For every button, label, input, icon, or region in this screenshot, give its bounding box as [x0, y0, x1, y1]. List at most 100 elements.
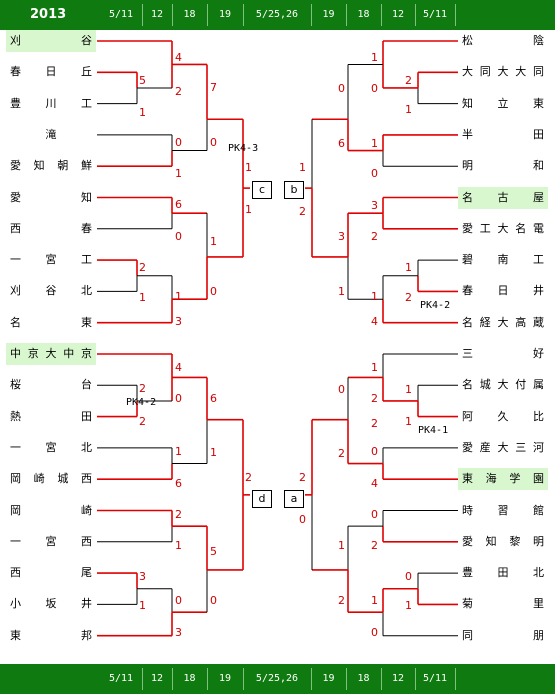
score-value: 6	[210, 392, 217, 405]
score-value: 1	[405, 599, 412, 612]
divider	[172, 4, 173, 26]
score-value: 0	[371, 82, 378, 95]
divider	[142, 668, 143, 690]
divider	[415, 4, 416, 26]
score-value: 3	[175, 315, 182, 328]
score-value: 2	[371, 392, 378, 405]
score-value: 1	[371, 51, 378, 64]
team-name: 豊田北	[462, 566, 544, 580]
score-value: 1	[175, 445, 182, 458]
team-name: 名古屋	[458, 186, 548, 209]
divider	[142, 4, 143, 26]
team-name: 熱田	[10, 409, 92, 423]
team-name: 中京大中京	[6, 343, 96, 365]
score-value: 0	[371, 508, 378, 521]
bottom-date-bar: 5/11 12 18 19 5/25,26 19 18 12 5/11	[0, 664, 555, 694]
date-label: 18	[183, 9, 196, 20]
score-value: 1	[175, 167, 182, 180]
team-name: 名城大付属	[462, 378, 544, 392]
date-label: 19	[322, 9, 335, 20]
score-value: 0	[175, 392, 182, 405]
team-name: 阿久比	[462, 409, 544, 423]
divider	[172, 668, 173, 690]
score-value: 0	[338, 383, 345, 396]
date-label: 5/11	[422, 9, 448, 20]
team-name: 一宮工	[10, 253, 92, 267]
score-value: 4	[371, 315, 378, 328]
score-value: 2	[299, 205, 306, 218]
divider	[207, 4, 208, 26]
date-label: 5/25,26	[255, 9, 299, 20]
team-name: 名経大高蔵	[462, 315, 544, 329]
score-value: 0	[371, 445, 378, 458]
divider	[311, 668, 312, 690]
score-value: 2	[371, 539, 378, 552]
score-value: 1	[245, 161, 252, 174]
score-value: 6	[175, 198, 182, 211]
score-value: 2	[338, 447, 345, 460]
date-label: 12	[150, 673, 164, 684]
date-label: 19	[218, 9, 232, 20]
score-value: 1	[338, 539, 345, 552]
score-value: 2	[245, 471, 252, 484]
score-value: 0	[338, 82, 345, 95]
team-name: 大同大大同	[462, 65, 544, 79]
team-name: 春日丘	[10, 65, 92, 79]
divider	[381, 668, 382, 690]
score-value: 2	[299, 471, 306, 484]
date-label: 5/11	[422, 673, 448, 684]
date-label: 18	[357, 673, 370, 684]
date-label: 5/25,26	[255, 673, 299, 684]
team-name: 愛工大名電	[462, 221, 544, 235]
score-value: 4	[371, 477, 378, 490]
bracket-box-b: b	[284, 181, 304, 199]
pk-label: PK4-2	[420, 300, 451, 311]
bracket-box-a: a	[284, 490, 304, 508]
pk-label: PK4-1	[418, 425, 449, 436]
date-label: 5/11	[108, 673, 134, 684]
score-value: 3	[139, 570, 146, 583]
score-value: 5	[210, 545, 217, 558]
score-value: 0	[175, 136, 182, 149]
divider	[415, 668, 416, 690]
score-value: 1	[210, 235, 217, 248]
score-value: 1	[139, 599, 146, 612]
date-label: 12	[391, 673, 405, 684]
team-name: 愛知黎明	[462, 534, 544, 548]
score-value: 2	[338, 594, 345, 607]
score-value: 3	[338, 230, 345, 243]
team-name: 東海学園	[458, 468, 548, 491]
team-name: 刈谷	[6, 30, 96, 52]
team-name: 三好	[462, 347, 544, 360]
team-name: 小坂井	[10, 597, 92, 611]
score-value: 2	[175, 508, 182, 521]
team-name: 菊里	[462, 597, 544, 611]
team-name: 愛知朝鮮	[10, 159, 92, 173]
score-value: 2	[139, 382, 146, 395]
team-name: 知立東	[462, 96, 544, 110]
score-value: 6	[338, 137, 345, 150]
team-name: 滝	[45, 127, 57, 141]
score-value: 1	[139, 291, 146, 304]
date-label: 5/11	[108, 9, 134, 20]
score-value: 0	[175, 230, 182, 243]
pk-label: PK4-3	[228, 143, 259, 154]
team-name: 岡崎	[10, 503, 92, 517]
divider	[455, 668, 456, 690]
team-name: 豊川工	[10, 96, 92, 110]
date-label: 18	[357, 9, 370, 20]
team-name: 同朋	[462, 628, 544, 642]
score-value: 2	[139, 261, 146, 274]
score-value: 0	[210, 285, 217, 298]
team-name: 時習館	[462, 503, 544, 517]
team-name: 名東	[10, 315, 92, 329]
team-name: 半田	[462, 127, 544, 141]
score-value: 0	[210, 594, 217, 607]
team-name: 岡崎城西	[10, 472, 92, 486]
score-value: 2	[405, 74, 412, 87]
divider	[381, 4, 382, 26]
date-label: 12	[150, 9, 164, 20]
divider	[243, 668, 244, 690]
score-value: 6	[175, 477, 182, 490]
